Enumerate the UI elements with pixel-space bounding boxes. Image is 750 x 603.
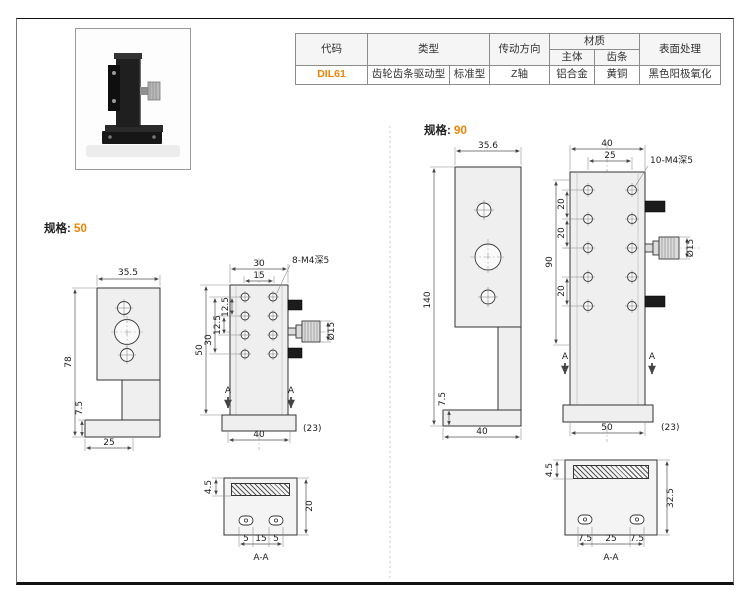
dim-width: 35.6	[478, 141, 498, 151]
hole-callout: 10-M4深5	[650, 155, 693, 166]
rack-clamp-top	[287, 299, 303, 311]
spec50-front-view: 30 15 8-M4深5 50 30 12.5 12.5	[195, 255, 337, 450]
dim-width: 35.5	[118, 268, 138, 278]
dim-foot-height: 7.5	[438, 392, 448, 406]
cell-type-sub: 标准型	[449, 65, 490, 85]
base-plate	[562, 404, 654, 423]
knob-shaft	[140, 87, 148, 95]
rack-clamp-bottom	[644, 295, 666, 308]
cell-code: DIL61	[295, 65, 368, 85]
header-code: 代码	[295, 33, 368, 66]
knob-collar	[652, 240, 660, 256]
hole-callout: 8-M4深5	[292, 255, 329, 266]
knob-shaft	[287, 327, 297, 336]
dim-pitch: 25	[605, 534, 616, 544]
dim-slot-b: 5	[273, 534, 279, 544]
dim-height: 32.5	[666, 488, 676, 508]
knob-shaft	[644, 243, 654, 253]
header-material: 材质	[549, 33, 640, 50]
product-photo-image	[76, 29, 190, 169]
spec-table: 代码 类型 传动方向 材质 表面处理 主体 齿条 DIL61 齿轮齿条驱动型 标…	[295, 33, 721, 85]
dim-slot-a: 5	[243, 534, 249, 544]
dim-top-inner: 15	[253, 271, 264, 281]
spec50-label-value: 50	[74, 223, 87, 235]
section-marker-right: A	[649, 352, 656, 362]
spec50-label: 规格: 50	[44, 220, 87, 236]
base-plate	[221, 414, 297, 432]
dim-height: 78	[64, 356, 74, 368]
dim-base-ext: (23)	[303, 424, 321, 434]
dim-foot-height: 7.5	[75, 401, 85, 415]
dim-overall: 50	[195, 344, 205, 356]
dim-pitch: 15	[255, 534, 266, 544]
dim-height: 20	[305, 500, 315, 512]
dim-top-width: 30	[253, 259, 265, 269]
page-frame	[16, 18, 734, 585]
dim-slot-a: 7.5	[578, 534, 592, 544]
section-marker-right: A	[288, 386, 295, 396]
slot-hole	[629, 514, 645, 525]
dim-base-width: 50	[601, 423, 613, 433]
spec50-label-text: 规格:	[44, 223, 71, 235]
slot-hole	[577, 514, 593, 525]
cell-surface: 黑色阳极氧化	[639, 65, 721, 85]
dim-pitch-c: 20	[557, 285, 567, 297]
mounting-holes	[239, 291, 279, 360]
cell-direction: Z轴	[489, 65, 550, 85]
cell-material-main: 铝合金	[549, 65, 595, 85]
knob-collar	[295, 324, 303, 339]
dim-foot-depth: 40	[476, 427, 488, 437]
dim-slot-b: 7.5	[630, 534, 644, 544]
spec90-label-text: 规格:	[424, 125, 451, 137]
dim-strip: 4.5	[204, 480, 214, 494]
dim-base-ext: (23)	[661, 423, 679, 433]
section-label: A-A	[603, 553, 619, 563]
section-label: A-A	[253, 553, 269, 563]
section-marker-left: A	[562, 352, 569, 362]
rack-clamp-bottom	[287, 347, 303, 359]
section50-hatch-strip	[231, 483, 290, 496]
dim-top-inner: 25	[604, 151, 615, 161]
dim-pitch-b: 12.5	[221, 297, 231, 317]
spec90-label-value: 90	[454, 125, 467, 137]
stage-base	[102, 131, 162, 144]
dim-top-width: 40	[601, 139, 613, 149]
mounting-holes	[581, 183, 639, 313]
stage-carriage	[108, 65, 120, 111]
dim-foot-depth: 25	[103, 438, 114, 448]
dim-pitch-a: 20	[557, 198, 567, 210]
product-photo	[75, 28, 191, 170]
spec50-side-view: 35.5 78 7.5 25	[64, 268, 161, 451]
dim-base-width: 40	[253, 430, 265, 440]
dim-overall: 90	[545, 256, 555, 268]
knob	[147, 81, 161, 101]
dim-pitch-b: 20	[557, 227, 567, 239]
header-material-main: 主体	[549, 49, 595, 66]
section-marker-left: A	[225, 386, 232, 396]
slot-hole	[238, 515, 254, 526]
header-type: 类型	[367, 33, 490, 66]
cell-type-main: 齿轮齿条驱动型	[367, 65, 450, 85]
dim-height: 140	[423, 291, 433, 308]
rack-clamp-top	[644, 200, 666, 213]
spec90-side-view: 35.6 140 7.5 40	[423, 141, 522, 440]
dim-knob-dia: Ø15	[685, 239, 696, 258]
spec90-front-view: 40 25 10-M4深5 90 20 20 20	[545, 139, 700, 442]
section90-hatch-strip	[573, 465, 649, 479]
spec90-label: 规格: 90	[424, 122, 467, 138]
dim-strip: 4.5	[545, 463, 555, 477]
dim-pitch-a: 12.5	[213, 315, 223, 335]
slot-hole	[268, 515, 284, 526]
cell-material-rack: 黄铜	[594, 65, 640, 85]
dim-inner: 30	[204, 334, 214, 346]
dim-knob-dia: Ø15	[326, 322, 337, 341]
header-surface: 表面处理	[639, 33, 721, 66]
